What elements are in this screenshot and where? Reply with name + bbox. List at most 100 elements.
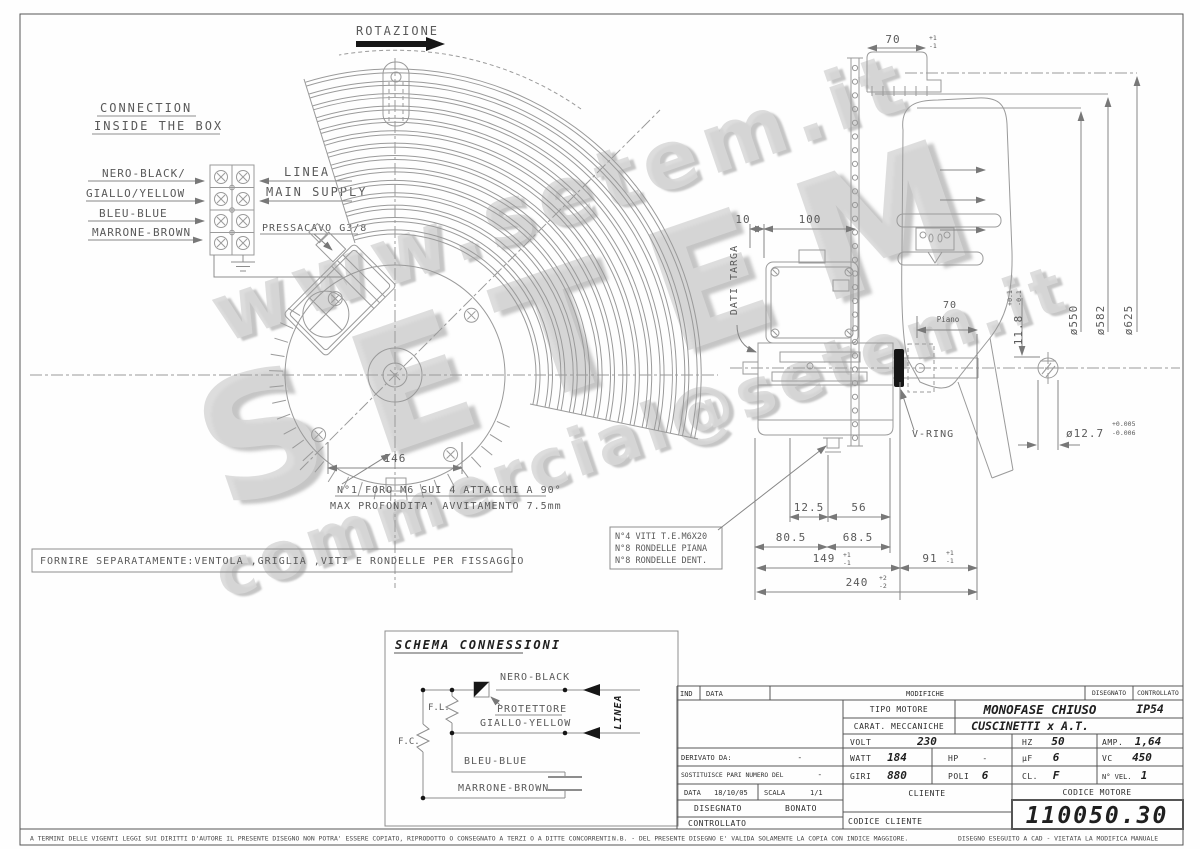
footer-right: DISEGNO ESEGUITO A CAD - VIETATA LA MODI… — [958, 835, 1158, 843]
schema-bleu: BLEU-BLUE — [464, 756, 527, 767]
connection-detail: CONNECTION INSIDE THE BOX NERO-BLACK/ GI… — [86, 101, 367, 278]
dim-68-5: 68.5 — [843, 531, 874, 544]
sheet-frame — [19, 13, 1184, 846]
tol-127-minus: -0.006 — [1112, 429, 1136, 437]
tb-codice-motore-value: 110050.30 — [1026, 803, 1169, 829]
supply-note: FORNIRE SEPARATAMENTE:VENTOLA ,GRIGLIA ,… — [31, 548, 524, 573]
tb-sostituisce-value: - — [817, 770, 822, 779]
tb-cliente-label: CLIENTE — [908, 789, 945, 798]
tb-modifiche: MODIFICHE — [906, 690, 944, 698]
tb-poli-value: 6 — [982, 769, 989, 782]
schema-fc: F.C. — [398, 737, 420, 747]
wire-label-giallo: GIALLO/YELLOW — [86, 187, 185, 200]
tb-disegnato-label: DISEGNATO — [694, 804, 742, 813]
tb-poli-label: POLI — [948, 772, 969, 781]
tol-149-plus: +1 — [843, 551, 851, 559]
protettore-symbol — [473, 681, 490, 698]
connection-title-2: INSIDE THE BOX — [94, 119, 223, 133]
grille-handle — [382, 61, 410, 127]
dim-70-top: 70 — [885, 33, 900, 46]
supply-note-text: FORNIRE SEPARATAMENTE:VENTOLA ,GRIGLIA ,… — [40, 556, 524, 567]
side-view: 70 +1 -1 ø550 ø582 ø625 — [609, 33, 1180, 600]
tb-uf-label: µF — [1022, 754, 1033, 763]
title-block: IND DATA MODIFICHE DISEGNATO CONTROLLATO… — [676, 685, 1184, 830]
foro-note-2: MAX PROFONDITA' AVVITAMENTO 7.5mm — [330, 501, 562, 512]
dim-11-8: 11.8 — [1012, 315, 1025, 346]
main-supply-label: MAIN SUPPLY — [266, 185, 367, 199]
supply-arrow-1 — [583, 684, 600, 696]
tb-cl-label: CL. — [1022, 772, 1038, 781]
tb-volt-value: 230 — [916, 735, 937, 748]
screws-note-3: N°8 RONDELLE DENT. — [615, 556, 707, 566]
tol-70-minus: -1 — [929, 42, 937, 50]
front-terminal-box — [284, 222, 396, 356]
tb-derivato-value: - — [797, 753, 802, 762]
v-ring-seal — [894, 349, 904, 387]
supply-arrow-2 — [583, 727, 600, 739]
footer-mid: N.B. - DEL PRESENTE DISEGNO E' VALIDA SO… — [612, 835, 908, 843]
schema-nero: NERO-BLACK — [500, 672, 570, 683]
tb-giri-value: 880 — [887, 769, 907, 782]
footer-band: A TERMINI DELLE VIGENTI LEGGI SUI DIRITT… — [30, 835, 1158, 843]
tb-hp-value: - — [982, 754, 987, 763]
tb-date-value: 18/10/05 — [714, 789, 748, 797]
tb-watt-value: 184 — [887, 751, 907, 764]
schema-marrone: MARRONE-BROWN — [458, 783, 549, 794]
dim-70-blade: 70 — [943, 300, 957, 311]
tb-tipo-label: TIPO MOTORE — [870, 705, 928, 714]
motor-face-circle — [284, 264, 506, 486]
screws-note-2: N°8 RONDELLE PIANA — [615, 544, 707, 554]
tol-118-minus: -0.1 — [1015, 290, 1023, 306]
schema-protettore: PROTETTORE — [497, 704, 567, 715]
tb-carat-value: CUSCINETTI x A.T. — [971, 719, 1089, 733]
pressacavo-label: PRESSACAVO G3/8 — [262, 223, 367, 234]
shaft-end-detail — [1032, 352, 1064, 384]
linea-label: LINEA — [284, 165, 330, 179]
tb-controllato-header: CONTROLLATO — [1137, 690, 1179, 697]
tb-disegnato-header: DISEGNATO — [1092, 690, 1126, 697]
tb-amp-label: AMP. — [1102, 738, 1123, 747]
dim-91: 91 — [922, 552, 937, 565]
schema-giallo: GIALLO-YELLOW — [480, 718, 571, 729]
dim-10: 10 — [735, 213, 750, 226]
cable-gland — [315, 231, 347, 263]
tb-watt-label: WATT — [850, 754, 871, 763]
tb-carat-label: CARAT. MECCANICHE — [854, 722, 944, 731]
tb-scala-value: 1/1 — [810, 789, 823, 797]
dia-550: ø550 — [1067, 305, 1080, 336]
schema-fl: F.L. — [428, 703, 450, 713]
tol-127-plus: +0.005 — [1112, 420, 1136, 428]
fan-blade — [896, 97, 1014, 479]
dim-56: 56 — [851, 501, 866, 514]
tb-tipo-value: MONOFASE CHIUSO — [983, 702, 1097, 717]
tb-nvel-value: 1 — [1141, 769, 1148, 782]
tb-disegnato-value: BONATO — [785, 804, 817, 813]
dim-12-5: 12.5 — [794, 501, 825, 514]
tb-amp-value: 1,64 — [1135, 735, 1162, 748]
tb-date-label: DATA — [684, 789, 702, 797]
dati-targa-label: DATI TARGA — [729, 245, 740, 315]
tol-240-plus: +2 — [879, 574, 887, 582]
dia-625: ø625 — [1122, 305, 1135, 336]
tb-data-header: DATA — [706, 690, 724, 698]
tol-149-minus: -1 — [843, 559, 851, 567]
v-ring-label: V-RING — [912, 429, 954, 440]
wiring-schema: SCHEMA CONNESSIONI — [384, 630, 679, 827]
tb-hp-label: HP — [948, 754, 959, 763]
ground-symbol — [213, 255, 342, 278]
tb-ip-rating: IP54 — [1136, 702, 1164, 716]
schema-wires — [415, 689, 640, 799]
tol-91-minus: -1 — [946, 557, 954, 565]
rotation-label: ROTAZIONE — [356, 24, 439, 38]
tb-hz-label: HZ — [1022, 738, 1033, 747]
tb-codice-motore-label: CODICE MOTORE — [1062, 788, 1131, 797]
wire-label-marrone: MARRONE-BROWN — [92, 226, 191, 239]
tol-118-plus: +0.1 — [1006, 290, 1014, 306]
tb-sostituisce-label: SOSTITUISCE PARI NUMERO DEL — [681, 772, 784, 779]
front-view: 146 N°1 FORO M6 SUI 4 ATTACCHI A 90° MAX… — [30, 49, 718, 588]
tb-ind: IND — [680, 690, 693, 698]
connection-title-1: CONNECTION — [100, 101, 192, 115]
schema-linea: LINEA — [613, 694, 624, 729]
